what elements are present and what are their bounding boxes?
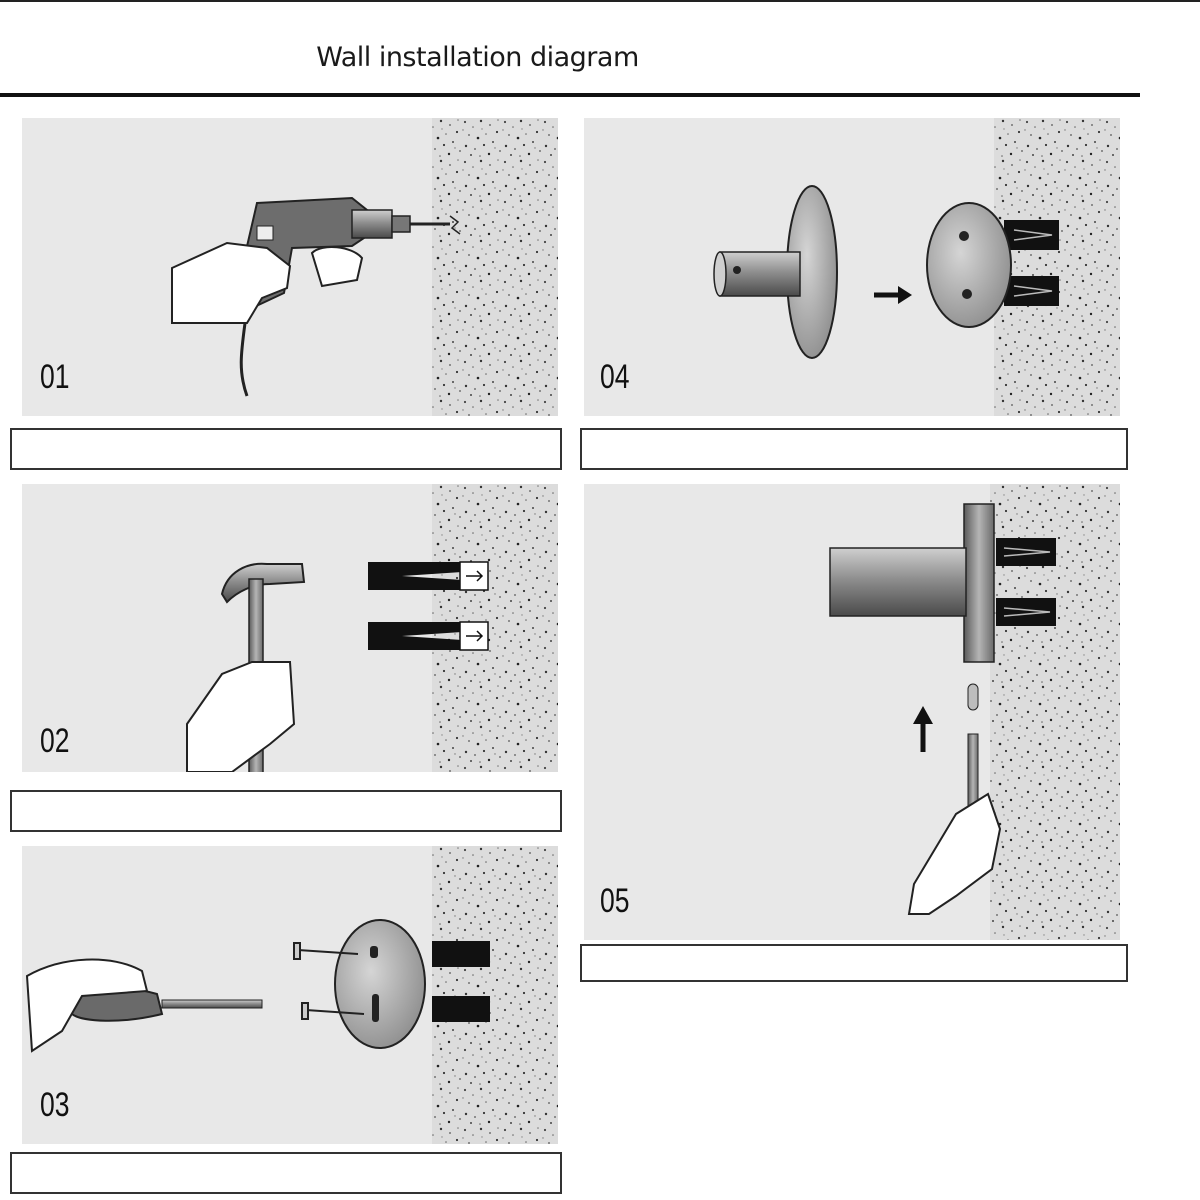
towel-rod-icon — [713, 185, 838, 359]
drill-icon — [239, 196, 461, 397]
step-number: 05 — [600, 882, 630, 920]
wall-anchor-icon — [1004, 220, 1059, 306]
hand-icon — [186, 661, 296, 772]
wall-section — [432, 846, 558, 1144]
screwdriver-illustration — [25, 846, 558, 1144]
step-number: 04 — [600, 358, 630, 396]
step-caption-box — [10, 790, 562, 832]
hand-icon — [907, 792, 1002, 915]
mounting-plate-icon — [334, 919, 426, 1049]
wall-section — [432, 118, 558, 416]
step-caption-box — [10, 428, 562, 470]
top-rule — [0, 0, 1200, 2]
step-panel-02: 02 — [22, 484, 558, 772]
wall-anchor-icon — [432, 941, 490, 967]
step-number: 02 — [40, 722, 70, 760]
step-panel-01: 01 — [22, 118, 558, 416]
rod-attach-illustration — [713, 118, 1120, 416]
mounting-plate-icon — [926, 202, 1012, 328]
step-number: 01 — [40, 358, 70, 396]
step-caption-box — [10, 1152, 562, 1194]
diagram-title: Wall installation diagram — [316, 42, 639, 73]
step-panel-05: 05 — [584, 484, 1120, 940]
step-panel-03: 03 — [22, 846, 558, 1144]
hand-icon — [171, 241, 364, 324]
wall-section — [994, 118, 1120, 416]
towel-rod-icon — [829, 503, 995, 663]
drill-illustration — [171, 118, 558, 416]
wall-anchor-icon — [996, 538, 1056, 626]
step-caption-box — [580, 428, 1128, 470]
step-panel-04: 04 — [584, 118, 1120, 416]
set-screw-icon — [967, 683, 979, 711]
screw-icon — [293, 942, 365, 1020]
hand-icon — [25, 958, 149, 1053]
step-caption-box — [580, 944, 1128, 982]
arrow-right-icon — [874, 286, 912, 304]
set-screw-illustration — [829, 484, 1120, 940]
step-number: 03 — [40, 1086, 70, 1124]
wall-anchor-icon — [432, 996, 490, 1022]
hammer-illustration — [186, 484, 558, 772]
arrow-up-icon — [913, 706, 933, 752]
wall-anchor-icon — [368, 561, 489, 651]
title-rule — [0, 93, 1140, 97]
